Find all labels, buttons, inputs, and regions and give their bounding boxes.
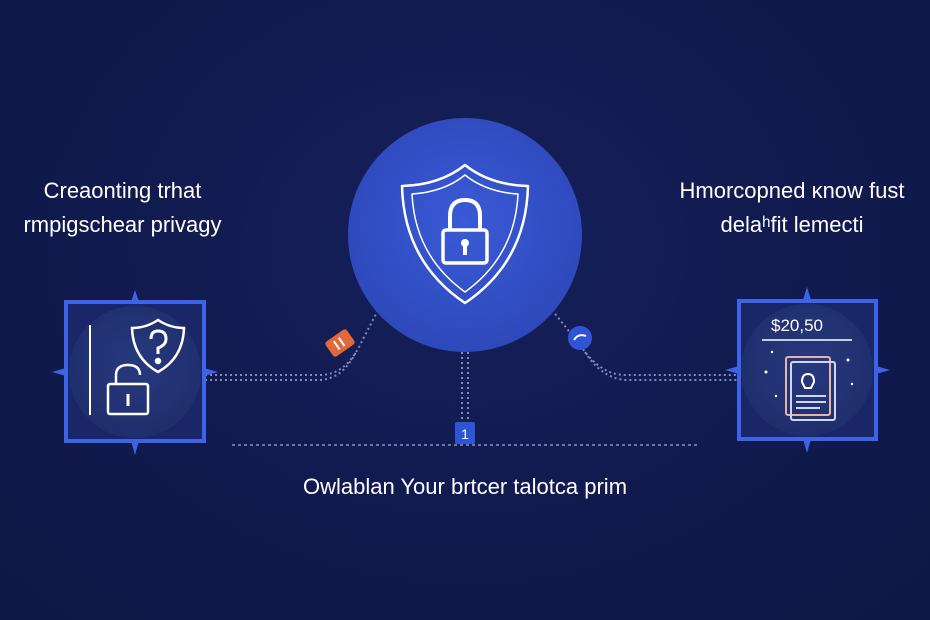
- connector-badge-label: 1: [461, 426, 469, 442]
- link-icon: [568, 326, 592, 350]
- connector-lines: [205, 309, 738, 430]
- right-caption-line-2: delaʰfit lemecti: [720, 212, 864, 237]
- right-caption-line-1: Hmorcopned ĸnow fust: [679, 178, 905, 203]
- connector-left: [205, 309, 379, 376]
- right-node: [725, 287, 890, 453]
- left-node: [52, 290, 218, 455]
- sparkles: [764, 350, 854, 398]
- shield-question-icon: [130, 318, 186, 374]
- padlock-icon: [106, 363, 150, 416]
- right-caption: Hmorcopned ĸnow fust delaʰfit lemecti: [668, 174, 916, 242]
- connector-badge: 1: [455, 422, 475, 444]
- shield-lock-icon: [400, 163, 530, 305]
- tag-icon: [325, 329, 355, 357]
- bottom-caption: Owlablan Your brtcer talotca prim: [302, 474, 628, 499]
- connector-left-2: [205, 351, 357, 381]
- price-label: $20,50: [771, 316, 823, 335]
- left-caption-line-1: Creaonting trhat: [43, 178, 202, 203]
- connector-right-2: [584, 351, 738, 381]
- document-icon: [785, 356, 836, 421]
- left-caption: Creaonting trhat rmpigschear privagy: [0, 174, 245, 242]
- left-caption-line-2: rmpigschear privagy: [23, 212, 222, 237]
- connector-right: [551, 309, 738, 376]
- center-node: [348, 118, 582, 352]
